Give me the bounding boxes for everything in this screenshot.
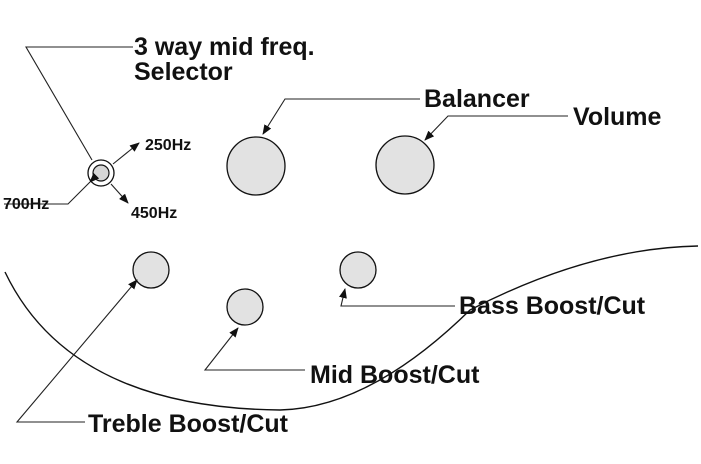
- selector-leader-line: [25, 46, 133, 161]
- volume-label: Volume: [573, 103, 662, 131]
- selector-label-line2: Selector: [134, 58, 233, 86]
- freq-700hz-label: 700Hz: [3, 196, 49, 213]
- treble-label: Treble Boost/Cut: [88, 410, 289, 438]
- volume-pointer-line: [424, 115, 568, 141]
- bass-knob[interactable]: [339, 251, 377, 289]
- arrow-250hz: [112, 142, 140, 165]
- mid-pointer-line: [203, 327, 305, 371]
- arrow-450hz: [110, 183, 129, 204]
- freq-450hz-label: 450Hz: [131, 205, 177, 222]
- balancer-label: Balancer: [424, 85, 530, 113]
- mid-freq-selector-switch[interactable]: [87, 159, 115, 187]
- balancer-pointer-line: [262, 98, 420, 135]
- mid-label: Mid Boost/Cut: [310, 361, 480, 389]
- treble-knob[interactable]: [132, 251, 170, 289]
- selector-label-line1: 3 way mid freq.: [134, 33, 315, 61]
- mid-knob[interactable]: [226, 288, 264, 326]
- freq-250hz-label: 250Hz: [145, 137, 191, 154]
- balancer-knob[interactable]: [226, 136, 286, 196]
- volume-knob[interactable]: [375, 135, 435, 195]
- treble-pointer-line: [15, 279, 138, 423]
- arrow-700hz: [4, 172, 100, 205]
- body-outline: [4, 245, 699, 411]
- bass-pointer-line: [339, 288, 455, 307]
- bass-label: Bass Boost/Cut: [459, 292, 646, 320]
